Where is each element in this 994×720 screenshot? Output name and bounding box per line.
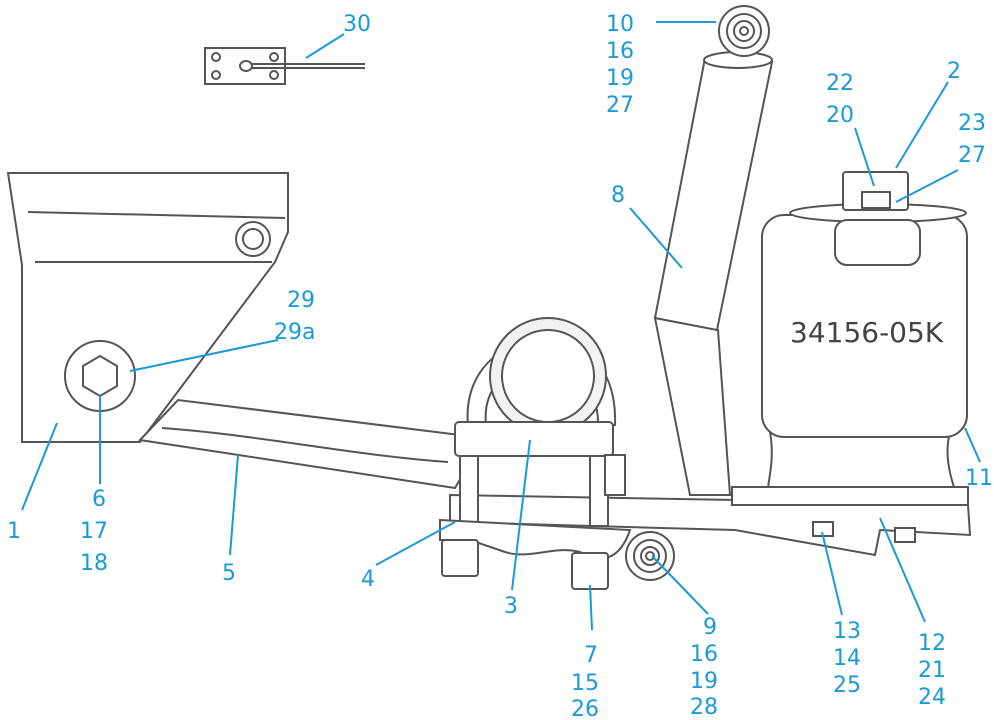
callout-labels: 30 10 16 19 27 22 20 2 23 27 8 29 29a 1 … <box>7 12 993 720</box>
part-8-shock-absorber <box>653 51 774 496</box>
callout-26: 26 <box>571 697 599 720</box>
air-spring-stamp: 34156-05K <box>790 316 944 349</box>
part-30-bracket <box>204 47 365 85</box>
callout-8: 8 <box>611 183 625 208</box>
callout-27-right: 27 <box>958 143 986 168</box>
callout-24: 24 <box>918 685 946 710</box>
part-11-air-spring: 34156-05K <box>761 171 968 491</box>
part-12-mount-plate <box>731 486 969 543</box>
callout-16-upper: 16 <box>606 39 634 64</box>
callout-4: 4 <box>361 567 375 592</box>
leader-lines <box>21 21 981 631</box>
callout-25: 25 <box>833 673 861 698</box>
callout-3: 3 <box>504 594 518 619</box>
part-9-lower-eye <box>625 531 675 581</box>
callout-23: 23 <box>958 111 986 136</box>
part-1-hanger-bracket <box>6 172 289 443</box>
callout-5: 5 <box>222 561 236 586</box>
callout-16-lower: 16 <box>690 642 718 667</box>
callout-20: 20 <box>826 103 854 128</box>
callout-29: 29 <box>287 288 315 313</box>
callout-28: 28 <box>690 695 718 720</box>
callout-2: 2 <box>947 59 961 84</box>
callout-17: 17 <box>80 519 108 544</box>
part-3-axle-clamp <box>454 317 626 527</box>
callout-27-upper: 27 <box>606 93 634 118</box>
part-5-trailing-arm <box>137 398 472 490</box>
callout-6: 6 <box>92 487 106 512</box>
callout-18: 18 <box>80 551 108 576</box>
callout-13: 13 <box>833 619 861 644</box>
callout-19-lower: 19 <box>690 669 718 694</box>
part-4-ubolt-plate <box>439 518 632 590</box>
callout-22: 22 <box>826 71 854 96</box>
callout-21: 21 <box>918 658 946 683</box>
callout-7: 7 <box>584 643 598 668</box>
callout-12: 12 <box>918 631 946 656</box>
callout-9: 9 <box>703 615 717 640</box>
callout-30: 30 <box>343 12 371 37</box>
callout-10: 10 <box>606 12 634 37</box>
callout-14: 14 <box>833 646 861 671</box>
callout-15: 15 <box>571 671 599 696</box>
callout-29a: 29a <box>274 320 315 345</box>
callout-1: 1 <box>7 519 21 544</box>
part-10-upper-eye <box>718 5 770 57</box>
callout-19-upper: 19 <box>606 66 634 91</box>
callout-11: 11 <box>965 466 993 491</box>
